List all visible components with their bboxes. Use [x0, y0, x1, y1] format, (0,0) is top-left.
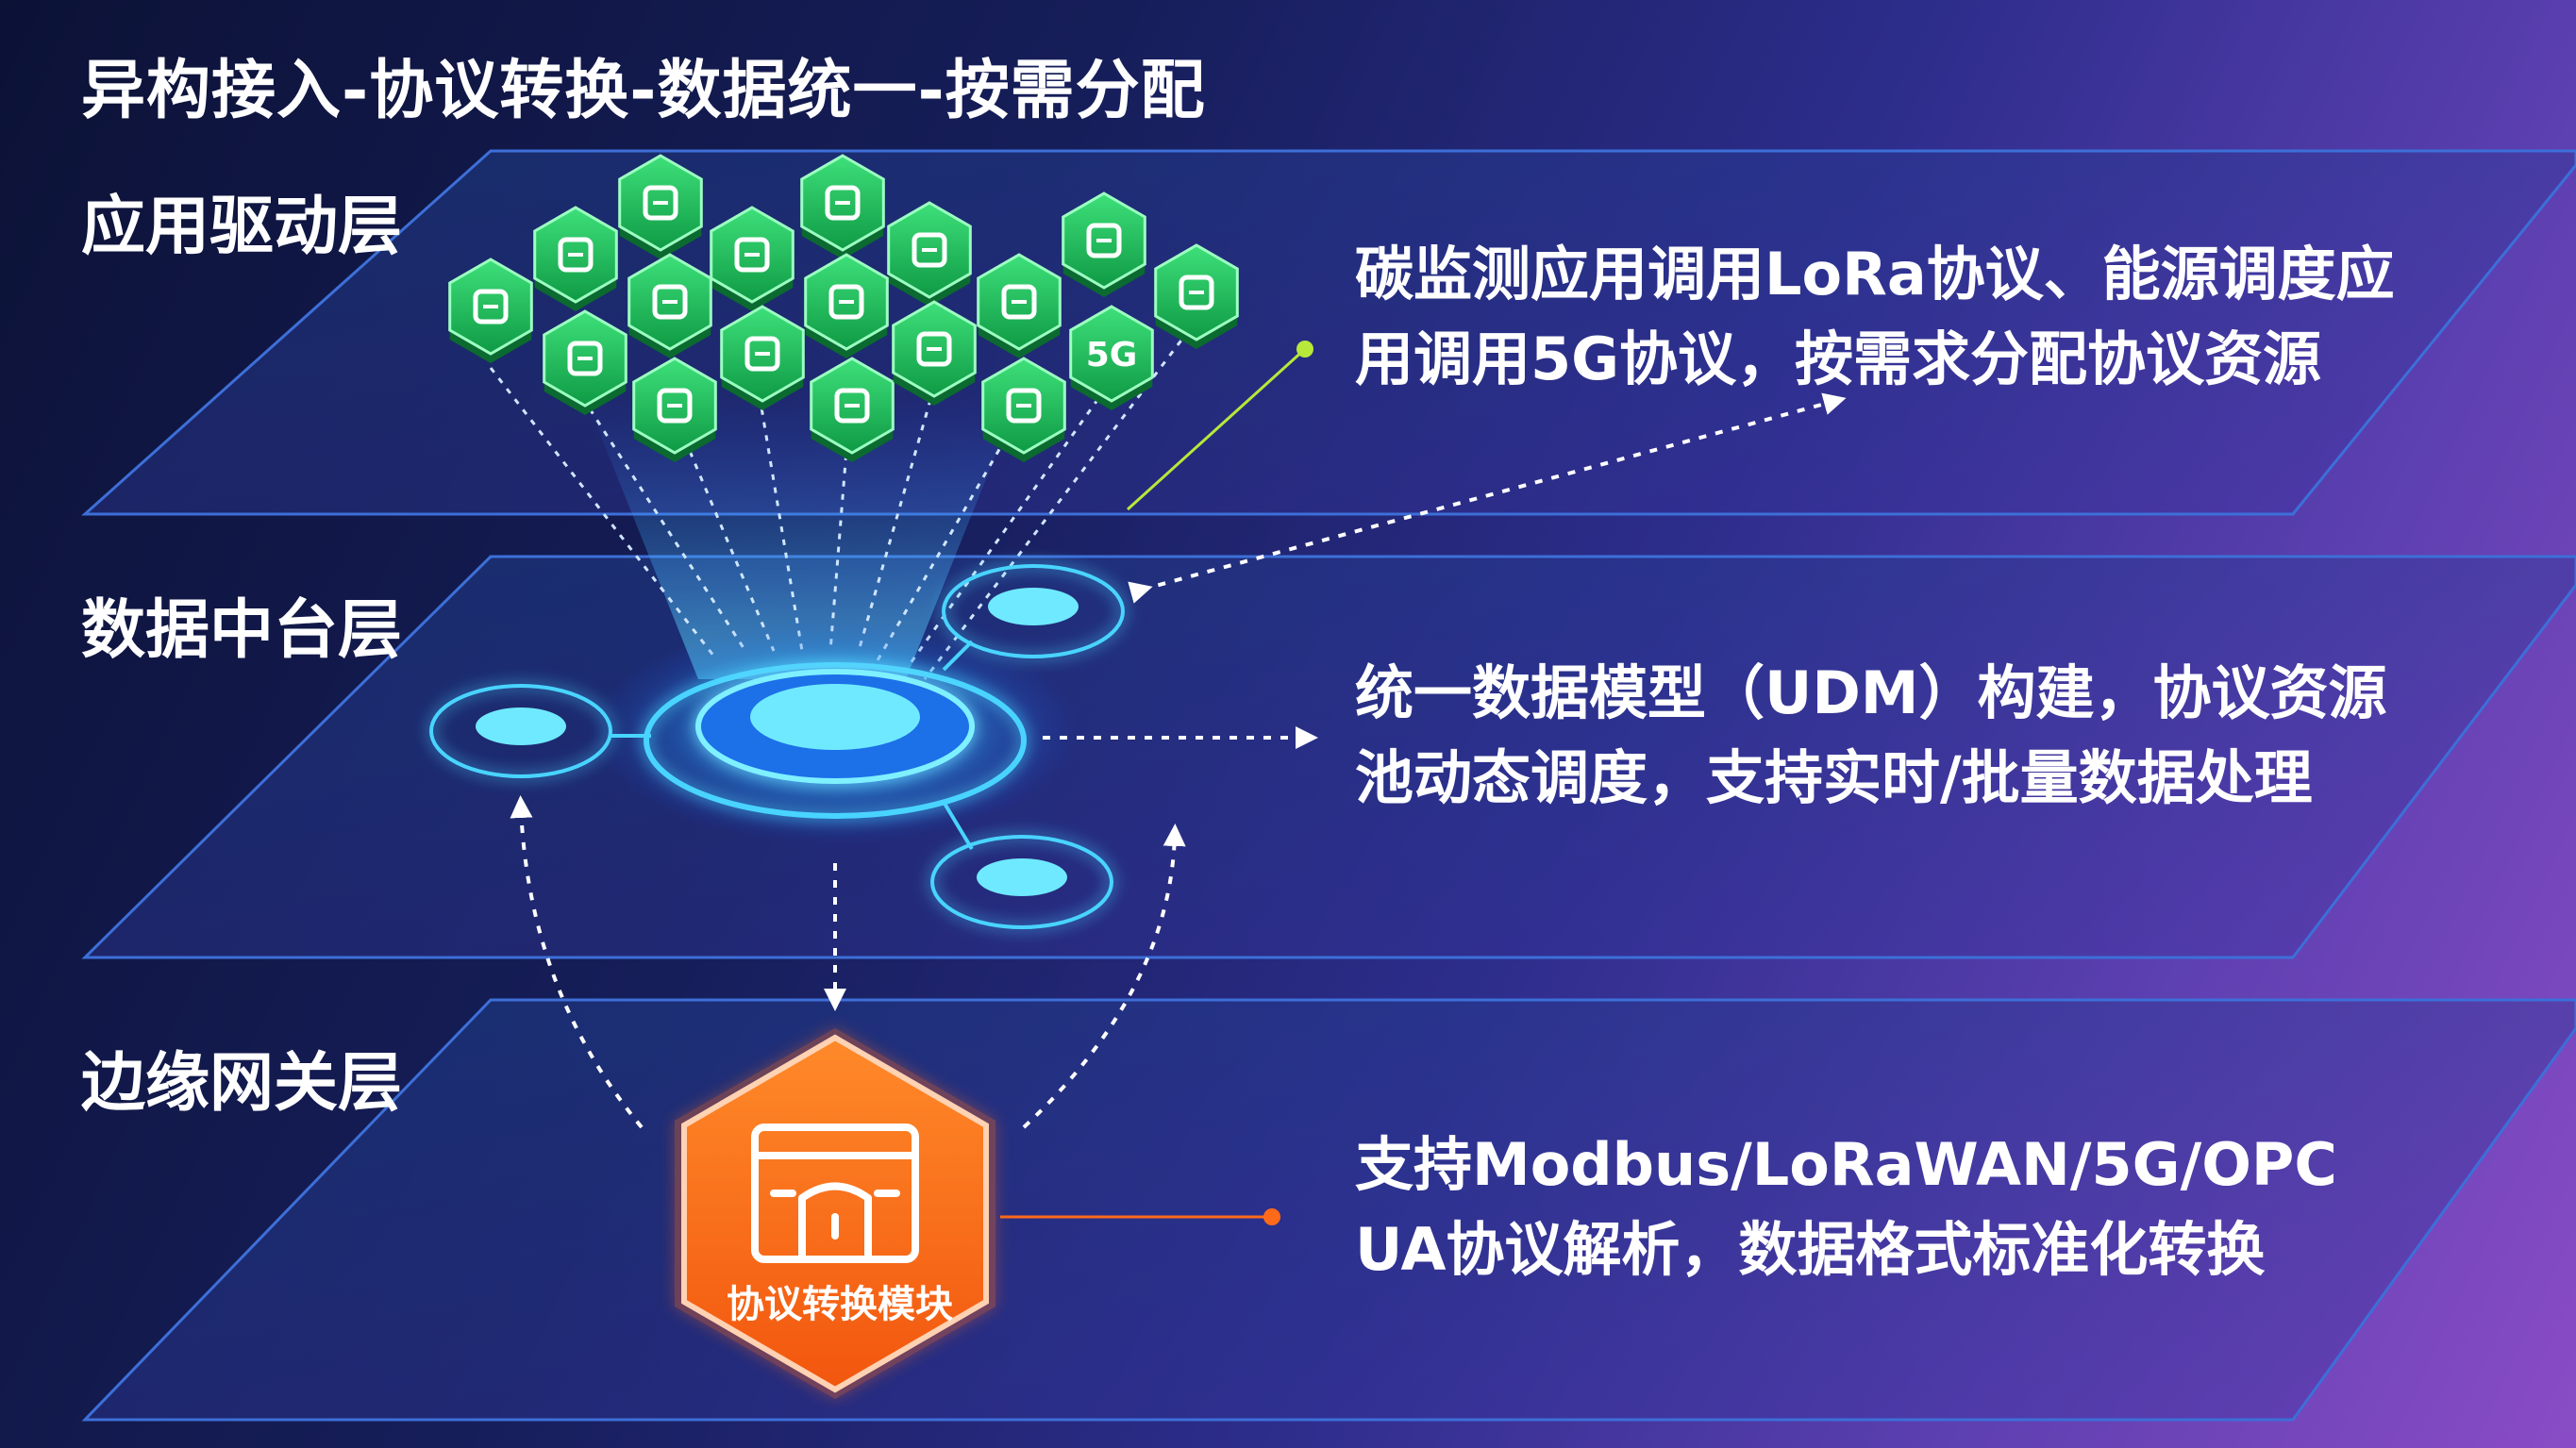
icon-text: 5G — [1086, 336, 1138, 374]
layer-label-data-middle: 数据中台层 — [81, 577, 402, 671]
desc-data-middle-layer: 统一数据模型（UDM）构建，协议资源 池动态调度，支持实时/批量数据处理 — [1355, 651, 2534, 821]
desc-line: 池动态调度，支持实时/批量数据处理 — [1355, 736, 2534, 821]
desc-line: UA协议解析，数据格式标准化转换 — [1355, 1207, 2534, 1292]
desc-edge-gateway-layer: 支持Modbus/LoRaWAN/5G/OPC UA协议解析，数据格式标准化转换 — [1355, 1123, 2534, 1292]
protocol-module-label: 协议转换模块 — [727, 1273, 953, 1328]
layer-label-edge-gateway: 边缘网关层 — [81, 1030, 402, 1123]
layer-label-application: 应用驱动层 — [81, 174, 402, 267]
desc-line: 用调用5G协议，按需求分配协议资源 — [1355, 317, 2534, 402]
desc-application-layer: 碳监测应用调用LoRa协议、能源调度应 用调用5G协议，按需求分配协议资源 — [1355, 232, 2534, 402]
desc-line: 支持Modbus/LoRaWAN/5G/OPC — [1355, 1123, 2534, 1207]
page-title: 异构接入-协议转换-数据统一-按需分配 — [81, 38, 1206, 131]
desc-line: 碳监测应用调用LoRa协议、能源调度应 — [1355, 232, 2534, 317]
data-hub — [590, 618, 1080, 844]
desc-line: 统一数据模型（UDM）构建，协议资源 — [1355, 651, 2534, 736]
